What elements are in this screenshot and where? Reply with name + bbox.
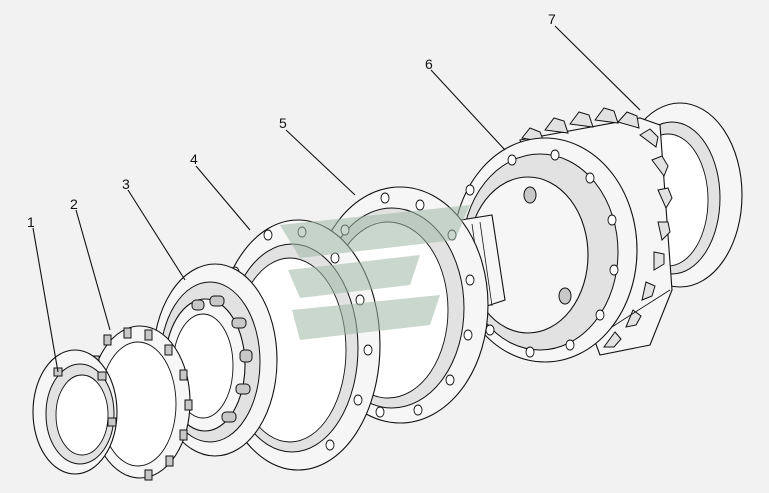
bearing-rollers	[191, 295, 253, 423]
leader-4	[195, 165, 251, 231]
leader-1	[32, 227, 59, 373]
logo-watermark	[280, 205, 470, 340]
callout-2: 2	[70, 196, 78, 212]
leader-7	[554, 25, 641, 111]
leader-3	[127, 189, 186, 281]
part-1-slotted-nut	[32, 349, 118, 475]
part-6-flanged-hub	[404, 137, 638, 363]
callout-5: 5	[279, 115, 287, 131]
gear-teeth	[521, 107, 673, 348]
callout-7: 7	[548, 11, 556, 27]
leader-lines	[32, 25, 641, 373]
leader-2	[75, 209, 111, 331]
leader-6	[430, 69, 506, 151]
callout-6: 6	[425, 56, 433, 72]
hub-bolt-holes	[465, 149, 619, 358]
callout-1: 1	[27, 214, 35, 230]
part-2-tab-washer	[89, 325, 193, 481]
callout-4: 4	[190, 151, 198, 167]
leader-5	[285, 129, 356, 196]
callout-3: 3	[122, 176, 130, 192]
